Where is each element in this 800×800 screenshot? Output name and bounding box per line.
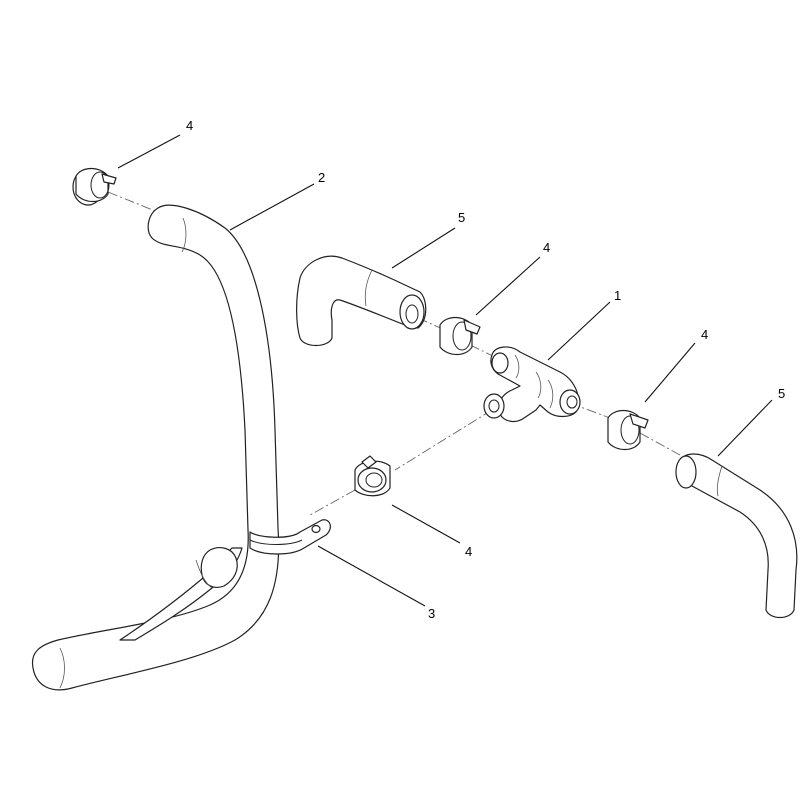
callout-4-lower: 4 <box>465 544 472 559</box>
callout-5-upper: 5 <box>458 210 465 225</box>
elbow-hose-2 <box>675 453 798 619</box>
callout-5-right: 5 <box>778 386 785 401</box>
callout-4-middle: 4 <box>543 240 550 255</box>
hose-long-curved <box>31 204 280 691</box>
leader-lines <box>117 134 773 607</box>
hose-clamp-4 <box>354 455 391 497</box>
strap-clamp <box>249 519 331 555</box>
hose-clamp-2 <box>439 316 481 356</box>
tee-fitting <box>483 346 581 423</box>
callout-1: 1 <box>614 288 621 303</box>
hose-clamp-1 <box>72 167 117 206</box>
callout-3: 3 <box>428 606 435 621</box>
elbow-hose-1 <box>296 255 427 347</box>
callout-4-right: 4 <box>701 327 708 342</box>
callout-4-top-left: 4 <box>186 118 193 133</box>
callout-2: 2 <box>318 170 325 185</box>
hose-clamp-3 <box>607 409 649 451</box>
callout-labels: 4 2 5 4 1 4 5 4 3 <box>186 118 785 621</box>
